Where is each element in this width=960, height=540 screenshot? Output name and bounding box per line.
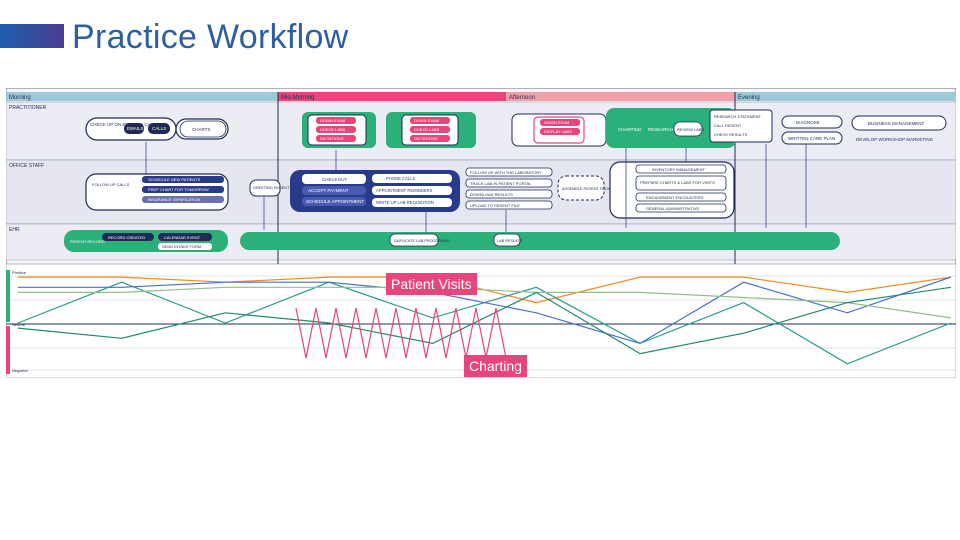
ehr-lab: LAB RESULTS: [497, 239, 523, 243]
evening-list-1: CALL PATIENT: [714, 123, 742, 128]
staff-item-2: INSURANCE VERIFICATION: [148, 197, 200, 202]
lane-ehr-label: EHR: [9, 227, 20, 233]
block1-item-0: DOWN EXAM: [320, 118, 345, 123]
assemble-packet: ASSEMBLE PATIENT PACKET: [562, 187, 616, 191]
evening-review-labs: REVIEW LABS: [677, 127, 704, 132]
mid-list-3: UPLOAD TO PATIENT FILE: [470, 203, 520, 208]
staff-item-1: PREP CHART FOR TOMORROW: [148, 187, 209, 192]
practitioner-morning-group: CHECK UP ON EMAILS & CALLS EMAILS CALLS …: [85, 117, 229, 141]
practitioner-mid-block1: DOWN EXAM CHECK LABS DICTATIONS: [302, 112, 376, 148]
block2-item-1: CHECK LABS: [414, 127, 440, 132]
evening-research: RESEARCH: [648, 127, 673, 132]
eve-list-2: ENGAGEMENT ENCOUNTERS: [646, 195, 704, 200]
lane-practitioner-label: PRACTITIONER: [9, 105, 47, 111]
evening-list-2: CHECK RESULTS: [714, 132, 748, 137]
practitioner-afternoon-block: ADMIN EXAM DISPLAY LABS: [511, 113, 607, 147]
eve-list-1: PREPARE CHARTS & LABS FOR VISITS: [640, 180, 715, 185]
block1-item-2: DICTATIONS: [320, 136, 344, 141]
schedule-text: SCHEDULE APPOINTMENT: [306, 199, 364, 204]
phase-afternoon-band: [506, 92, 735, 101]
block2-item-2: DICTATIONS: [414, 136, 438, 141]
charts-text: CHARTS: [192, 127, 210, 132]
diagnose-text: DIAGNOSE: [796, 120, 820, 125]
title-accent-bar: [0, 24, 64, 48]
phase-afternoon-label: Afternoon: [509, 95, 535, 101]
checkout-text: CHECKOUT: [322, 177, 348, 182]
mid-list-2: DOWNLOAD RESULTS: [470, 192, 513, 197]
block1-item-1: CHECK LABS: [320, 127, 346, 132]
timeline-series-3: [18, 286, 952, 319]
staff-item-0: SCHEDULE NEW PATIENTS: [148, 177, 201, 182]
timeline-series-2: [18, 276, 952, 345]
evening-charting: CHARTING: [618, 127, 642, 132]
callout-patient-visits: Patient Visits: [386, 273, 477, 295]
ehr-send: SEND INTAKE FORM: [162, 244, 201, 249]
ehr-calendar: CALENDAR EVENT: [164, 235, 201, 240]
phase-morning-label: Morning: [9, 95, 31, 101]
ehr-intake: PATIENT RECORD: [70, 239, 105, 244]
staff-evening-group: INVENTORY MANAGEMENT PREPARE CHARTS & LA…: [609, 161, 735, 219]
callout-charting: Charting: [464, 355, 527, 377]
timeline-series-4: [17, 286, 952, 355]
evening-list-0: RESEARCH STATEMENT: [714, 114, 762, 119]
timeline-series-layer: [17, 276, 952, 365]
phase-evening-label: Evening: [738, 95, 760, 101]
eve-list-3: GENERAL ADMINISTRATIVE: [646, 206, 699, 211]
timeline-axis-pos: [6, 270, 10, 322]
payment-text: ACCEPT PAYMENT: [308, 188, 349, 193]
phase-midmorning-label: Mid-Morning: [281, 95, 314, 101]
practitioner-late-evening: DIAGNOSE WRITTEN CARE PLAN BUSINESS MANA…: [781, 115, 947, 145]
block3-item-0: ADMIN EXAM: [544, 120, 569, 125]
sidebox-0: PHONE CALLS: [386, 176, 416, 181]
staff-mid-group: CHECKOUT ACCEPT PAYMENT SCHEDULE APPOINT…: [290, 170, 460, 212]
timeline-zigzag-series: [295, 307, 507, 359]
sidebox-1: APPOINTMENT REMINDERS: [376, 188, 433, 193]
block3-item-1: DISPLAY LABS: [544, 129, 572, 134]
staff-afternoon-group: FOLLOW UP WITH THE LABORATORY TRACK LAB …: [465, 167, 646, 210]
phase-morning-band: [6, 92, 278, 101]
calls-pill: CALLS: [152, 126, 166, 131]
care-plan-text: WRITTEN CARE PLAN: [788, 136, 835, 141]
follow-up-calls: FOLLOW UP CALLS: [92, 182, 130, 187]
phase-evening-band: [735, 92, 956, 101]
ehr-duplicate: DUPLICATE LAB PROCESSING: [394, 239, 450, 243]
phase-midmorning-band: [278, 92, 506, 101]
review-emails-text: CHECK UP ON EMAILS & CALLS: [90, 122, 159, 127]
mid-list-1: TRACK LAB IN PATIENT PORTAL: [470, 181, 532, 186]
timeline-negative-label: Negative: [12, 368, 29, 373]
greeting-text: GREETING PATIENT: [253, 186, 290, 190]
staff-morning-group: FOLLOW UP CALLS SCHEDULE NEW PATIENTS PR…: [85, 173, 290, 211]
timeline-positive-label: Positive: [12, 270, 27, 275]
ehr-lane-group: PATIENT RECORD RECORD CREATED CALENDAR E…: [64, 230, 840, 252]
page-title: Practice Workflow: [72, 18, 349, 56]
practitioner-mid-block2: DOWN EXAM CHECK LABS DICTATIONS: [386, 112, 476, 148]
business-mgmt-text: BUSINESS MANAGEMENT: [868, 121, 925, 126]
eve-list-0: INVENTORY MANAGEMENT: [652, 167, 705, 172]
connector-lines: [145, 142, 807, 232]
develop-text: DEVELOP WORKSHOP MARKETING: [856, 137, 934, 142]
ehr-record: RECORD CREATED: [108, 235, 145, 240]
mid-list-0: FOLLOW UP WITH THE LABORATORY: [470, 170, 542, 175]
sidebox-2: WRITE UP LAB REQUISITION: [376, 200, 434, 205]
workflow-diagram: Morning Mid-Morning Afternoon Evening PR…: [6, 88, 956, 378]
emails-pill: EMAILS: [127, 126, 144, 131]
lane-staff-label: OFFICE STAFF: [9, 163, 44, 169]
timeline-axis-neg: [6, 326, 10, 374]
practitioner-evening-block: CHARTING RESEARCH REVIEW LABS RESEARCH S…: [606, 108, 773, 148]
timeline-neutral-label: Neutral: [12, 322, 25, 327]
block2-item-0: DOWN EXAM: [414, 118, 439, 123]
